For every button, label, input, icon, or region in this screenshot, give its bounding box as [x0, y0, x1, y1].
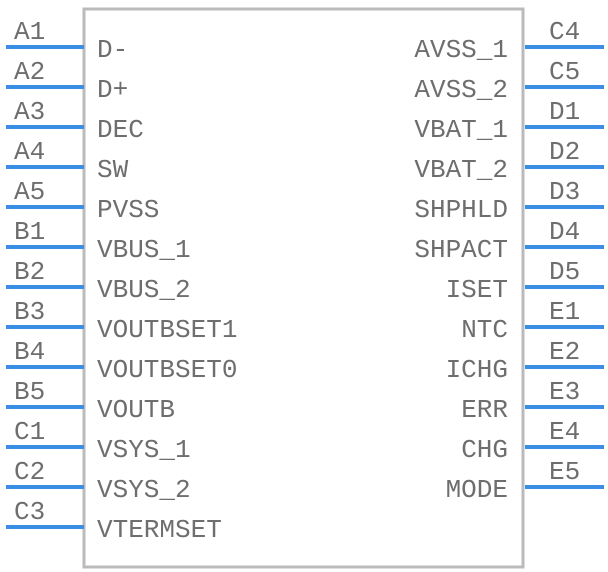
pin-number-b2: B2 [14, 257, 45, 287]
pin-number-d4: D4 [549, 217, 580, 247]
pin-number-b1: B1 [14, 217, 45, 247]
pin-name-e2: ICHG [446, 355, 508, 385]
pin-number-b3: B3 [14, 297, 45, 327]
pin-name-d1: VBAT_1 [414, 115, 508, 145]
pin-number-e5: E5 [549, 457, 580, 487]
pin-name-a4: SW [97, 155, 129, 185]
pin-name-d4: SHPACT [414, 235, 508, 265]
pin-name-d2: VBAT_2 [414, 155, 508, 185]
pin-number-e3: E3 [549, 377, 580, 407]
pin-number-a4: A4 [14, 137, 45, 167]
pin-name-a1: D- [97, 35, 128, 65]
pin-number-e1: E1 [549, 297, 580, 327]
pin-number-c4: C4 [549, 17, 580, 47]
pin-number-b4: B4 [14, 337, 45, 367]
pin-number-c5: C5 [549, 57, 580, 87]
pin-number-e4: E4 [549, 417, 580, 447]
pin-name-b3: VOUTBSET1 [97, 315, 237, 345]
pin-number-a3: A3 [14, 97, 45, 127]
pin-name-a3: DEC [97, 115, 144, 145]
pin-number-a2: A2 [14, 57, 45, 87]
pin-name-c4: AVSS_1 [414, 35, 508, 65]
pin-name-d5: ISET [446, 275, 508, 305]
pin-name-e5: MODE [446, 475, 508, 505]
pin-name-e1: NTC [461, 315, 508, 345]
pin-name-a2: D+ [97, 75, 128, 105]
pin-name-d3: SHPHLD [414, 195, 508, 225]
pin-number-d1: D1 [549, 97, 580, 127]
pin-number-d2: D2 [549, 137, 580, 167]
pin-name-b4: VOUTBSET0 [97, 355, 237, 385]
pin-number-b5: B5 [14, 377, 45, 407]
pin-name-c3: VTERMSET [97, 515, 222, 545]
pin-name-c1: VSYS_1 [97, 435, 191, 465]
pin-name-b2: VBUS_2 [97, 275, 191, 305]
pin-name-b5: VOUTB [97, 395, 175, 425]
right-pin-group: C4AVSS_1C5AVSS_2D1VBAT_1D2VBAT_2D3SHPHLD… [414, 17, 604, 505]
pin-number-c1: C1 [14, 417, 45, 447]
pin-number-c3: C3 [14, 497, 45, 527]
pin-number-e2: E2 [549, 337, 580, 367]
pin-name-c2: VSYS_2 [97, 475, 191, 505]
pin-number-a1: A1 [14, 17, 45, 47]
pin-name-e4: CHG [461, 435, 508, 465]
pin-name-c5: AVSS_2 [414, 75, 508, 105]
pin-name-e3: ERR [461, 395, 508, 425]
pin-number-d5: D5 [549, 257, 580, 287]
pin-number-d3: D3 [549, 177, 580, 207]
pin-number-c2: C2 [14, 457, 45, 487]
pin-number-a5: A5 [14, 177, 45, 207]
pin-name-b1: VBUS_1 [97, 235, 191, 265]
pin-name-a5: PVSS [97, 195, 159, 225]
